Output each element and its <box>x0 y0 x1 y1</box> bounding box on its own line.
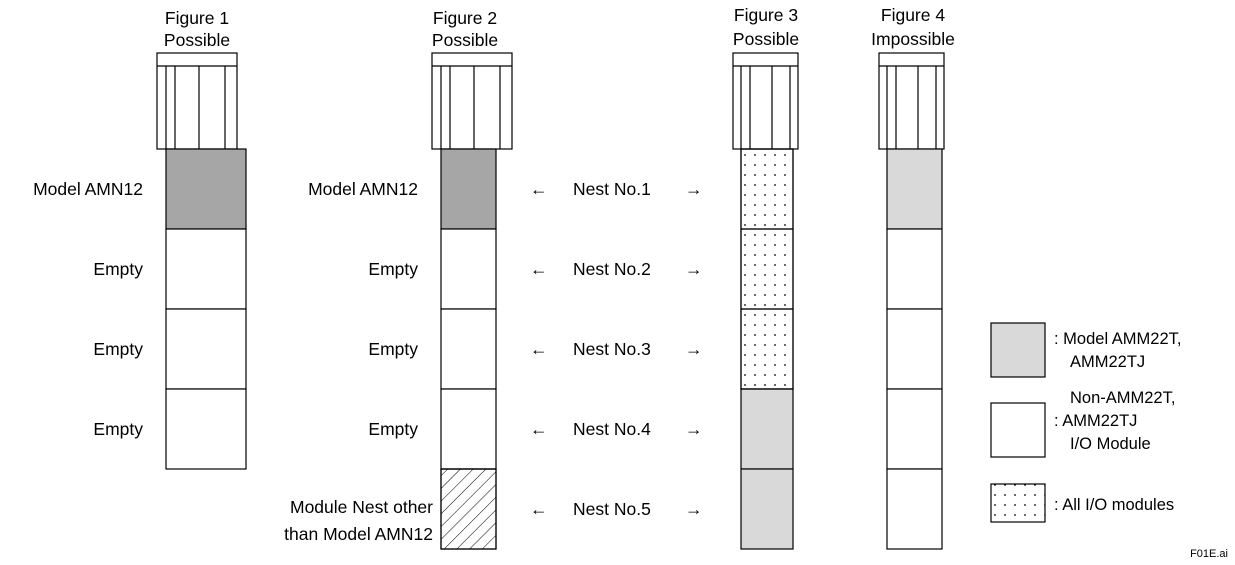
nest-3-left-arrow: ← <box>530 339 548 359</box>
legend-item-3: : All I/O modules <box>1054 496 1174 514</box>
figure-3-title-text: Figure 3 <box>734 5 798 25</box>
nest-2-left-arrow: ← <box>530 259 548 279</box>
figure-2-slot-3 <box>440 308 497 390</box>
figure-1-label-1: Model AMN12 <box>33 179 143 199</box>
figure-3-slot-1 <box>740 148 794 230</box>
legend-swatch-non-amm22t <box>990 402 1046 458</box>
figure-1-slot-4 <box>165 388 247 470</box>
nest-1-left-arrow: ← <box>530 179 548 199</box>
figure-4-title-text: Figure 4 <box>881 5 945 25</box>
figure-1-slot-3 <box>165 308 247 390</box>
nest-4-label: Nest No.4 <box>573 419 651 439</box>
figure-4-title: Figure 4 Impossible <box>871 5 955 49</box>
figure-3-slot-3 <box>740 308 794 390</box>
nest-3-right-arrow: → <box>685 339 703 359</box>
figure-3-slot-2 <box>740 228 794 310</box>
nest-4-left-arrow: ← <box>530 419 548 439</box>
figure-2-label-5-line-2: than Model AMN12 <box>284 524 433 544</box>
nest-2-label: Nest No.2 <box>573 259 651 279</box>
figure-4-slot-1 <box>886 148 943 230</box>
legend-swatch-amm22t <box>990 322 1046 378</box>
figure-2-column <box>431 52 513 550</box>
nest-1-label: Nest No.1 <box>573 179 651 199</box>
figure-2-label-3: Empty <box>368 339 418 359</box>
footer-code: F01E.ai <box>1190 548 1228 560</box>
figure-1-label-3: Empty <box>93 339 143 359</box>
figure-4-status: Impossible <box>871 29 955 49</box>
figure-2-label-2: Empty <box>368 259 418 279</box>
figure-4-slot-4 <box>886 388 943 470</box>
figure-2-cpu-unit <box>431 52 513 150</box>
figure-1-label-4: Empty <box>93 419 143 439</box>
figure-2-slot-2 <box>440 228 497 310</box>
figure-1-title: Figure 1 Possible <box>164 8 230 50</box>
figure-1-column <box>156 52 247 470</box>
figure-3-title: Figure 3 Possible <box>733 5 799 49</box>
nest-3-callout: ← Nest No.3 → <box>530 339 703 359</box>
figure-1-cpu-unit <box>156 52 238 150</box>
figure-1-status: Possible <box>164 30 230 50</box>
nest-5-label: Nest No.5 <box>573 499 651 519</box>
figure-1-title-text: Figure 1 <box>165 8 229 28</box>
nest-1-callout: ← Nest No.1 → <box>530 179 703 199</box>
legend-item-2-line-2: : AMM22TJ <box>1054 412 1137 430</box>
legend-swatch-all-io <box>990 483 1046 523</box>
legend-item-2-line-1: Non-AMM22T, <box>1070 389 1175 407</box>
figure-2-label-5-line-1: Module Nest other <box>290 497 433 517</box>
figure-2-title-text: Figure 2 <box>433 8 497 28</box>
figure-2-label-4: Empty <box>368 419 418 439</box>
figure-1-slot-2 <box>165 228 247 310</box>
figure-1-label-2: Empty <box>93 259 143 279</box>
nest-5-right-arrow: → <box>685 499 703 519</box>
figure-4-cpu-unit <box>878 52 945 150</box>
figure-3-slot-5 <box>740 468 794 550</box>
nest-5-left-arrow: ← <box>530 499 548 519</box>
figure-2-status: Possible <box>432 30 498 50</box>
figure-2-slot-1 <box>440 148 497 230</box>
legend-item-1-line-1: : Model AMM22T, <box>1054 330 1181 348</box>
figure-4-slot-2 <box>886 228 943 310</box>
nest-2-right-arrow: → <box>685 259 703 279</box>
nest-4-right-arrow: → <box>685 419 703 439</box>
legend-item-2-line-3: I/O Module <box>1070 435 1151 453</box>
figure-2-slot-5 <box>440 468 497 550</box>
figure-2-title: Figure 2 Possible <box>432 8 498 50</box>
figure-3-status: Possible <box>733 29 799 49</box>
figure-2-label-1: Model AMN12 <box>308 179 418 199</box>
nest-5-callout: ← Nest No.5 → <box>530 499 703 519</box>
figure-1-slot-1 <box>165 148 247 230</box>
legend: : Model AMM22T, AMM22TJ Non-AMM22T, : AM… <box>990 322 1181 523</box>
nest-1-right-arrow: → <box>685 179 703 199</box>
nest-3-label: Nest No.3 <box>573 339 651 359</box>
legend-item-1-line-2: AMM22TJ <box>1070 353 1145 371</box>
figure-2-slot-4 <box>440 388 497 470</box>
figure-4-slot-3 <box>886 308 943 390</box>
figure-3-slot-4 <box>740 388 794 470</box>
nest-2-callout: ← Nest No.2 → <box>530 259 703 279</box>
figure-4-slot-5 <box>886 468 943 550</box>
figure-3-column <box>732 52 799 550</box>
figure-4-column <box>878 52 945 550</box>
figure-3-cpu-unit <box>732 52 799 150</box>
nest-4-callout: ← Nest No.4 → <box>530 419 703 439</box>
